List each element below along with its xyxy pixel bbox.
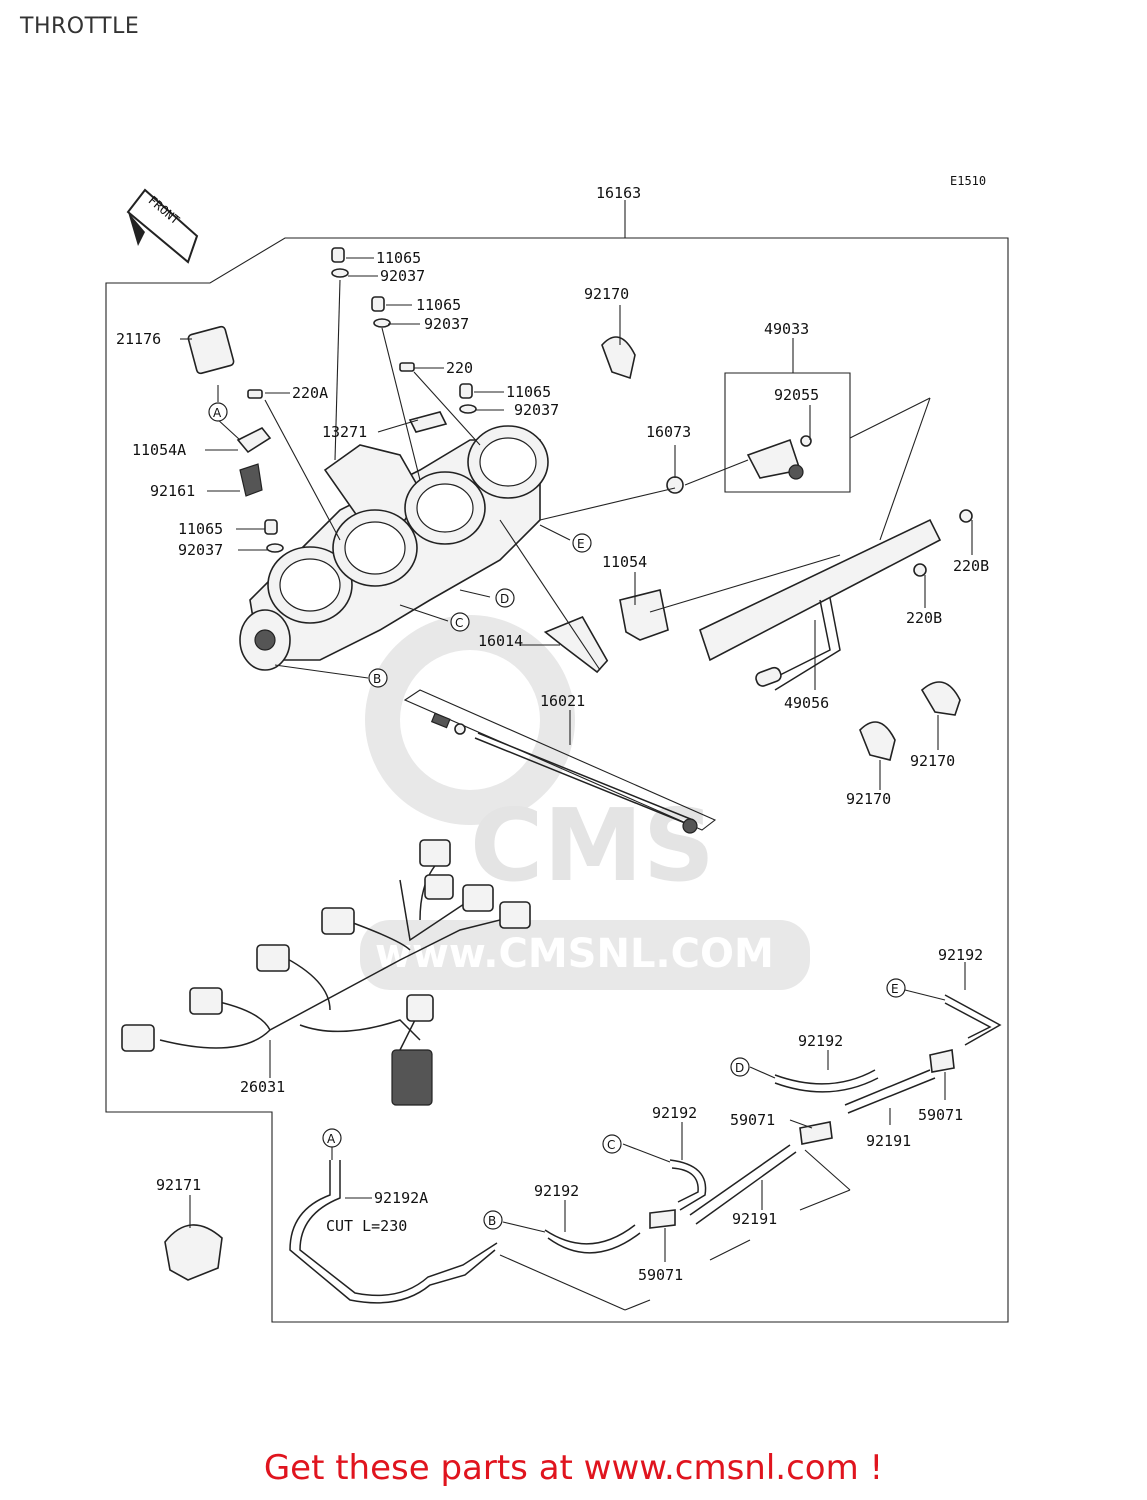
front-arrow-icon: FRONT: [126, 188, 199, 264]
vacuum-hoses: [289, 994, 1002, 1304]
wiring-harness: [121, 839, 531, 1106]
connector-icon: [406, 994, 434, 1022]
parts-diagram: CMS www.CMSNL.COM FRONT: [105, 174, 1009, 1323]
part-label: 49033: [764, 320, 809, 338]
part-label: 16021: [540, 692, 585, 710]
connector-icon: [462, 884, 494, 912]
part-label: 11065: [506, 383, 551, 401]
part-label: 92191: [732, 1210, 777, 1228]
diagram-code: E1510: [950, 174, 986, 188]
part-label: 92192: [938, 946, 983, 964]
part-label: 16163: [596, 184, 641, 202]
page-title: THROTTLE: [20, 14, 140, 39]
ref-d: D: [735, 1061, 744, 1075]
part-label: 59071: [730, 1111, 775, 1129]
part-label: 220A: [292, 384, 328, 402]
part-label: 92055: [774, 386, 819, 404]
part-label: 92037: [514, 401, 559, 419]
clamp-92171-icon: [164, 1224, 223, 1281]
part-label: 16014: [478, 632, 523, 650]
fuel-delivery-pipe: [699, 518, 942, 691]
part-label: 92037: [178, 541, 223, 559]
cut-note: CUT L=230: [326, 1217, 407, 1235]
part-label: 92192: [534, 1182, 579, 1200]
footer-link[interactable]: Get these parts at www.cmsnl.com !: [263, 1448, 884, 1488]
throttle-body-assembly: [239, 425, 549, 671]
part-label: 92170: [846, 790, 891, 808]
part-label: 13271: [322, 423, 367, 441]
linkage-rod: [403, 689, 717, 834]
part-label: 26031: [240, 1078, 285, 1096]
connector-icon: [256, 944, 290, 972]
ref-e: E: [577, 537, 585, 551]
part-label: 92170: [910, 752, 955, 770]
part-label: 59071: [638, 1266, 683, 1284]
multi-connector-icon: [391, 1049, 433, 1106]
ref-e: E: [891, 982, 899, 996]
watermark-banner: [360, 920, 810, 990]
ref-a: A: [327, 1132, 336, 1146]
part-label: 92170: [584, 285, 629, 303]
part-label: 92037: [380, 267, 425, 285]
ref-b: B: [373, 672, 381, 686]
part-label: 11054: [602, 553, 647, 571]
assembly-boundary: [105, 237, 1009, 1323]
part-label: 92037: [424, 315, 469, 333]
sensor-21176-icon: [187, 325, 235, 375]
connector-icon: [419, 839, 451, 867]
ref-b: B: [488, 1214, 496, 1228]
ref-c: C: [455, 616, 463, 630]
part-label: 92192A: [374, 1189, 428, 1207]
part-label: 92192: [652, 1104, 697, 1122]
part-label: 11065: [376, 249, 421, 267]
part-label: 16073: [646, 423, 691, 441]
watermark-logo-inner: [400, 650, 540, 790]
ref-c: C: [607, 1138, 615, 1152]
part-label: 92192: [798, 1032, 843, 1050]
bracket-11054-icon: [619, 589, 669, 641]
part-label: 11065: [416, 296, 461, 314]
part-labels: E1510 16163 11065 92037 11065 92037 220 …: [116, 174, 989, 1284]
part-label: 21176: [116, 330, 161, 348]
part-label: 49056: [784, 694, 829, 712]
leader-lines: [180, 257, 973, 1311]
part-label: 92191: [866, 1132, 911, 1150]
part-label: 220B: [906, 609, 942, 627]
part-label: 220B: [953, 557, 989, 575]
small-parts: [164, 247, 973, 1281]
part-label: 92161: [150, 482, 195, 500]
connector-icon: [189, 987, 223, 1015]
connector-icon: [121, 1024, 155, 1052]
watermark: CMS www.CMSNL.COM: [360, 615, 810, 990]
watermark-brand: CMS: [470, 787, 715, 904]
part-label: 92171: [156, 1176, 201, 1194]
part-label: 11054A: [132, 441, 186, 459]
ref-d: D: [500, 592, 509, 606]
part-label: 11065: [178, 520, 223, 538]
box-49033: [724, 372, 851, 493]
watermark-url: www.CMSNL.COM: [375, 931, 774, 977]
connector-icon: [499, 901, 531, 929]
part-label: 59071: [918, 1106, 963, 1124]
ref-a: A: [213, 406, 222, 420]
connector-icon: [321, 907, 355, 935]
part-label: 220: [446, 359, 473, 377]
connector-icon: [424, 874, 454, 900]
reference-markers: A B C D E E D C A B: [208, 402, 906, 1230]
